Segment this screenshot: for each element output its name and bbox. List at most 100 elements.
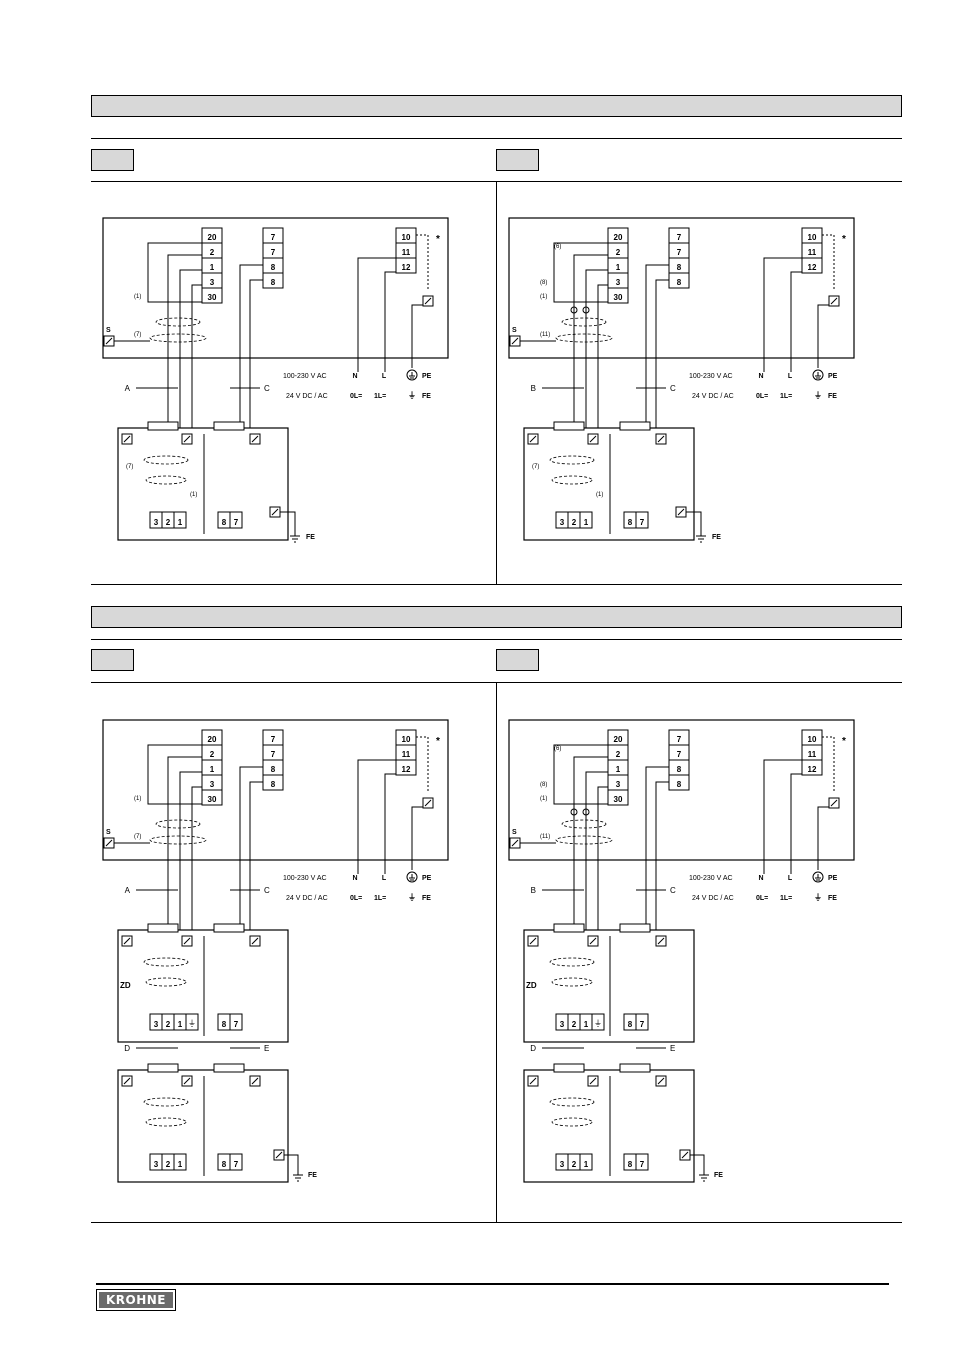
note-label: (11) [540,332,550,338]
sensor-signal-block-terminal-label: 1 [584,1160,589,1169]
output-wire [655,781,669,1002]
cable-gland [553,923,585,933]
sensor-power-block-terminal [229,511,243,529]
signal-block-terminal-label: 2 [616,248,621,257]
screw-slot [123,937,131,945]
signal-block-terminal-label: 3 [210,780,215,789]
sensor-signal-block-terminal-label: 2 [166,518,171,527]
signal-block-terminal-label: 3 [210,278,215,287]
supply-wire-n [763,257,802,372]
screw-slot [529,1077,537,1085]
section-header-top [91,95,902,117]
power-block-terminal-label: 11 [402,750,411,759]
cable-gland [619,1063,651,1073]
resistor-icon [570,306,578,314]
cable-label: B [531,384,536,393]
supply-wire-n [763,759,802,874]
zd-box [117,929,289,1043]
signal-block-terminal [607,789,629,806]
column-divider [496,682,497,1222]
cable-shield-icon [155,819,201,829]
fe-ground-icon: ⏚ [814,893,822,902]
screw-slot [830,799,838,807]
cable-shield-icon [143,957,189,967]
screw-slot [251,937,259,945]
fe-label: FE [308,1172,317,1179]
screw-slot [424,799,432,807]
sensor-signal-block-terminal-label: 2 [166,1160,171,1169]
bridge-wire [147,744,202,805]
cable-shield-icon [555,333,613,343]
power-block-terminal-label: 10 [402,735,411,744]
note-1-label: (1) [134,796,141,802]
cable-gland [619,923,651,933]
pe-label: PE [422,373,432,380]
sensor-power-block-terminal-label: 7 [640,1020,645,1029]
sensor-signal-block-terminal [579,1153,593,1171]
zd-label: ZD [526,981,537,990]
pe-wire [411,806,423,870]
screw-slot [511,337,519,345]
signal-block-terminal [201,287,223,304]
pe-label: PE [828,373,838,380]
sensor-power-block-terminal [229,1153,243,1171]
cable-label: D [124,1044,130,1053]
cable-label: E [264,1044,269,1053]
output-block-terminal-label: 7 [677,248,682,257]
signal-block-terminal-label: 2 [210,248,215,257]
divider [91,1222,902,1223]
zd-label: ZD [120,981,131,990]
sensor-power-block-terminal [229,1013,243,1031]
cable-gland [553,1063,585,1073]
power-block-terminal-label: 10 [808,233,817,242]
screw-slot [123,435,131,443]
cable-label: E [670,1044,675,1053]
krohne-logo: KROHNE [96,1289,176,1311]
fe-label: FE [828,895,837,902]
screw-slot [183,1077,191,1085]
fe-label: FE [712,534,721,541]
supply-dc-label: 24 V DC / AC [692,393,734,400]
sensor-signal-block-terminal-label: 2 [572,518,577,527]
supply-wire-l [384,271,396,372]
n-label: N [352,373,357,380]
fe-label: FE [714,1172,723,1179]
sensor-signal-block-terminal-label: 1 [584,518,589,527]
cable-shield-icon [149,835,207,845]
ol-label: 1L= [374,393,386,400]
star-note: * [436,736,440,747]
power-block-terminal [801,257,823,274]
signal-wire [585,269,608,500]
screw-slot [183,435,191,443]
n-label: N [758,373,763,380]
power-block-terminal-label: 11 [402,248,411,257]
ol-label: 1L= [374,895,386,902]
cable-gland [147,421,179,431]
screw-slot [681,1151,689,1159]
supply-ac-label: 100-230 V AC [689,373,733,380]
sensor-signal-block-terminal-label: 1 [178,1020,183,1029]
sensor-power-block-terminal-label: 7 [234,1160,239,1169]
star-note: * [842,234,846,245]
signal-block-terminal-label: 3 [616,780,621,789]
screw-slot [271,508,279,516]
cable-shield-icon [551,977,593,987]
cable-gland [213,421,245,431]
cable-label: A [125,384,131,393]
sensor-power-block-terminal-label: 8 [222,1160,227,1169]
power-block-terminal-label: 11 [808,750,817,759]
power-block-terminal-label: 10 [402,233,411,242]
output-block-terminal-label: 7 [677,735,682,744]
sensor-signal-block-terminal-label: 3 [154,1020,159,1029]
screw-slot [677,508,685,516]
screw-slot [424,297,432,305]
fe-wire [280,511,296,528]
sensor-signal-block-terminal [579,511,593,529]
bridge-wire [553,242,608,303]
note-7-label: (7) [126,464,133,470]
note-6-label: (6) [554,746,561,752]
sensor-power-block-terminal [635,1153,649,1171]
note-7-label: (7) [532,464,539,470]
cable-label: A [125,886,131,895]
